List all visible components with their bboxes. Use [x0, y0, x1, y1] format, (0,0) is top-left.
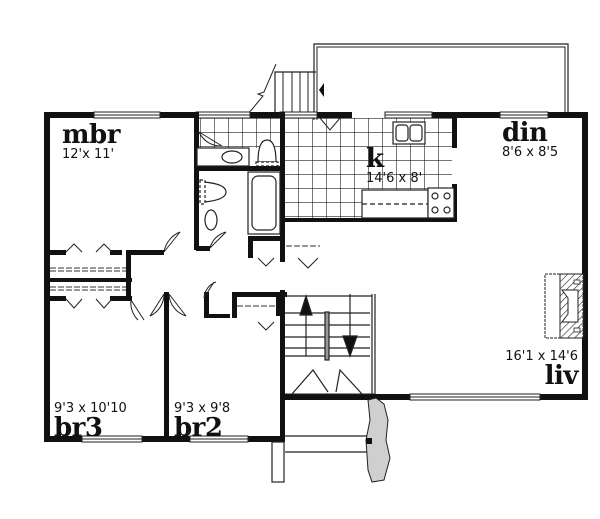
swing-doors [130, 131, 227, 321]
windows [81, 111, 549, 443]
stone-planter [365, 397, 391, 483]
exterior-stairs [247, 63, 324, 115]
stair-down-arrow-icon [342, 335, 358, 358]
fireplace-icon [544, 273, 585, 339]
bathroom-fixtures [196, 139, 281, 235]
stair-up-arrow-icon [299, 294, 313, 316]
toilet-icon [257, 139, 277, 163]
sink-icon [221, 150, 243, 164]
stove-icon [427, 187, 455, 219]
entry-arrow-icon [319, 83, 324, 97]
closet-bifold-doors [65, 117, 341, 331]
kitchen-fixtures [361, 121, 455, 219]
closet-rods [50, 245, 320, 307]
sink-icon [204, 209, 218, 231]
deck [313, 43, 569, 120]
interior-stairs [271, 294, 376, 483]
toilet-icon [203, 181, 227, 203]
